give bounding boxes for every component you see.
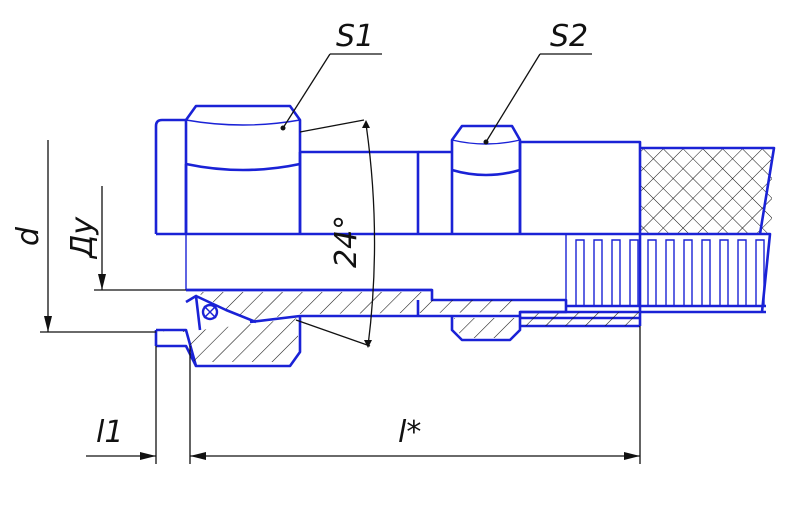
label-l-star: l* xyxy=(398,415,421,450)
label-l1: l1 xyxy=(96,415,123,450)
label-bore: Ду xyxy=(65,216,100,260)
label-s2: S2 xyxy=(550,19,588,54)
hose xyxy=(520,146,776,328)
label-d: d xyxy=(11,226,46,246)
union-nut xyxy=(154,104,302,368)
fitting-nut xyxy=(450,124,522,342)
label-angle: 24° xyxy=(329,215,364,268)
dimensions xyxy=(40,53,641,464)
label-s1: S1 xyxy=(336,19,374,54)
